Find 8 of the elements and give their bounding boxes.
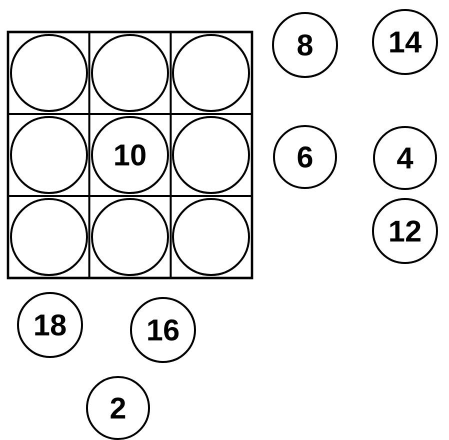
empty-circle	[91, 34, 169, 112]
empty-circle	[10, 198, 88, 276]
empty-circle	[10, 116, 88, 194]
empty-circle	[10, 34, 88, 112]
empty-circle	[91, 198, 169, 276]
empty-circle	[172, 198, 250, 276]
empty-circle	[172, 34, 250, 112]
empty-circle	[172, 116, 250, 194]
